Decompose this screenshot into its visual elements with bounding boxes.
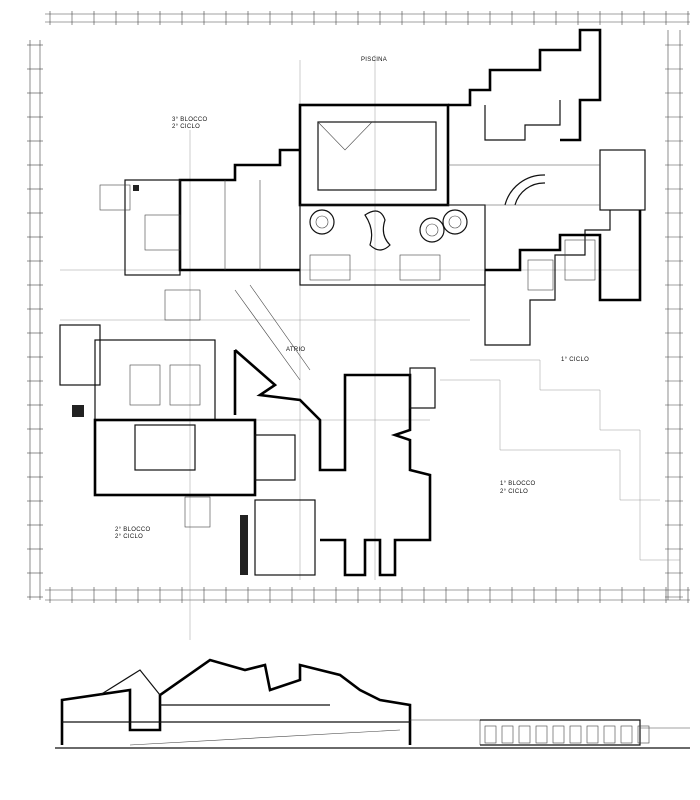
building-section [55,658,690,749]
section-window [569,725,582,744]
label-block3-line1: 3° BLOCCO [172,117,207,123]
section-window [586,725,599,744]
label-block2-line1: 2° BLOCCO [115,527,150,533]
label-cycle1: 1° CICLO [561,357,589,363]
label-atrium: ATRIO [286,347,305,353]
section-window [552,725,565,744]
block-1-cycle-1 [448,28,646,346]
atrium-block [233,284,436,577]
block-3 [99,148,300,321]
label-pool: PISCINA [361,57,387,63]
dimension-lines [27,11,690,603]
pool-block [298,103,486,286]
label-block1-line1: 1° BLOCCO [500,481,535,487]
structural-grid [60,55,680,640]
section-window [484,725,497,744]
block-2 [59,324,296,575]
section-window [501,725,514,744]
section-window [620,725,633,744]
section-window [535,725,548,744]
label-block1-line2: 2° CICLO [500,489,528,495]
section-window [518,725,531,744]
label-block2-line2: 2° CICLO [115,534,143,540]
label-block3-line2: 2° CICLO [172,124,200,130]
section-window [637,725,650,744]
section-window [603,725,616,744]
